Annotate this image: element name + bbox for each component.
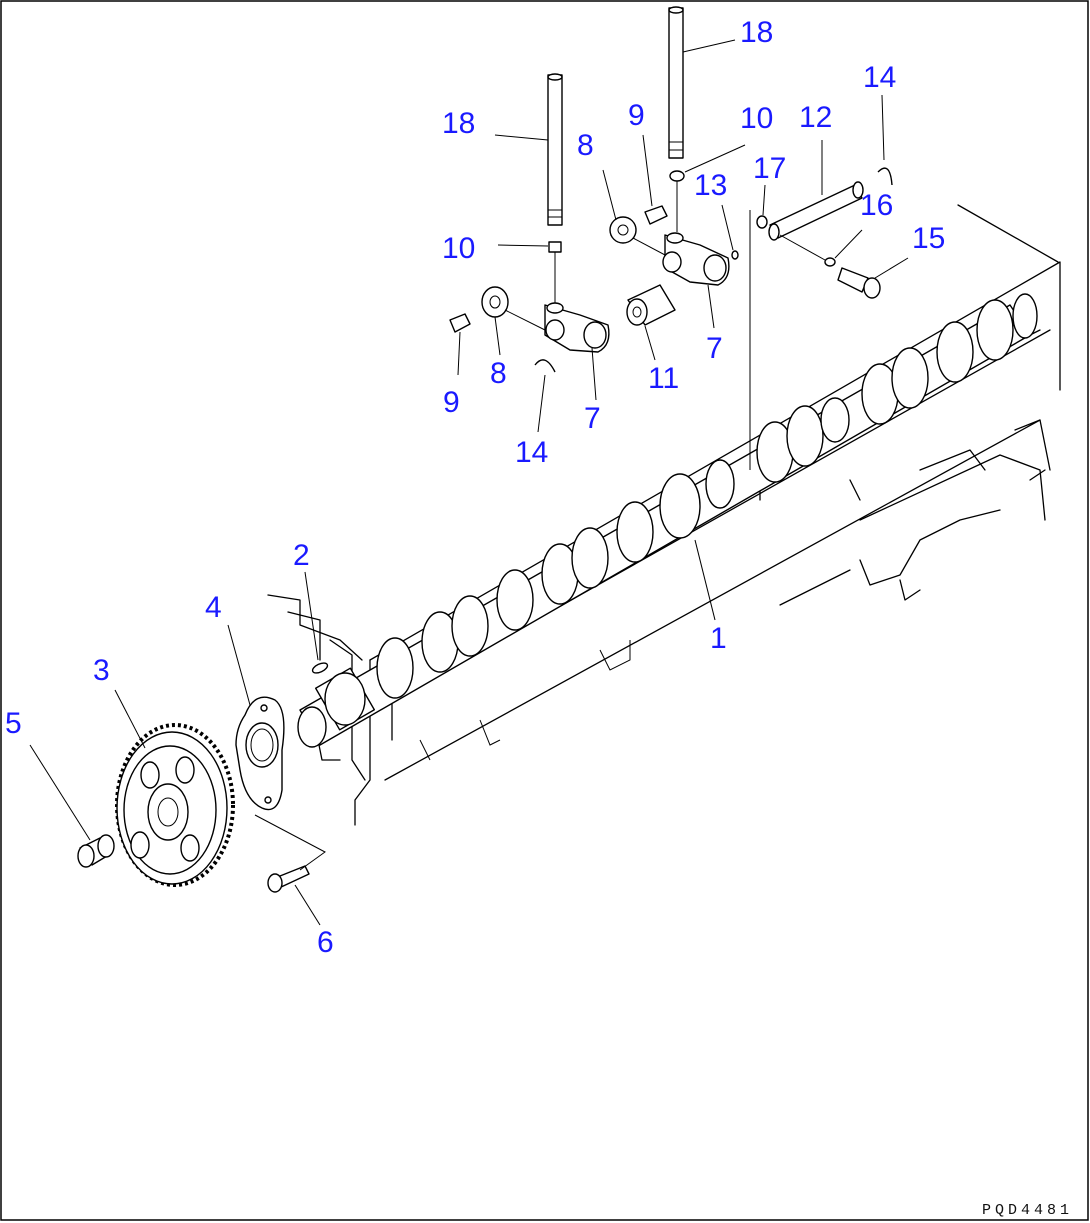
bolt-6 [267, 865, 310, 893]
cam-lobes [376, 293, 1038, 699]
tappet-assembly-left [449, 73, 610, 373]
callout-13: 13 [694, 169, 727, 202]
callout-8-left: 8 [490, 357, 507, 390]
callout-2: 2 [293, 539, 310, 572]
callout-4: 4 [205, 591, 222, 624]
callout-1: 1 [710, 622, 727, 655]
bushing [77, 834, 115, 868]
leader-lines [29, 39, 909, 926]
callout-12: 12 [799, 101, 832, 134]
callout-7-right: 7 [706, 332, 723, 365]
drawing-code: PQD4481 [982, 1202, 1073, 1219]
camshaft [297, 293, 1038, 748]
callout-8-right: 8 [577, 129, 594, 162]
callout-18-left: 18 [442, 107, 475, 140]
callout-15: 15 [912, 222, 945, 255]
callout-16: 16 [860, 189, 893, 222]
tappet-shaft-group [749, 167, 893, 470]
callout-7-left: 7 [584, 402, 601, 435]
callout-labels: 1 2 3 4 5 6 7 7 8 8 9 9 10 10 11 12 13 1… [5, 16, 945, 959]
callout-5: 5 [5, 707, 22, 740]
callout-10-left: 10 [442, 232, 475, 265]
callout-10-right: 10 [740, 102, 773, 135]
cam-gear [115, 723, 235, 887]
callout-14-left: 14 [515, 436, 548, 469]
callout-11: 11 [648, 362, 679, 395]
callout-17: 17 [753, 152, 786, 185]
callout-9-left: 9 [443, 386, 460, 419]
callout-9-right: 9 [628, 99, 645, 132]
callout-3: 3 [93, 654, 110, 687]
thrust-plate [235, 696, 285, 811]
tappet-assembly-right [609, 6, 739, 326]
bolt-assembly-line [254, 814, 326, 871]
key [311, 662, 329, 674]
callout-6: 6 [317, 926, 334, 959]
callout-18-right: 18 [740, 16, 773, 49]
callout-14-right: 14 [863, 61, 896, 94]
